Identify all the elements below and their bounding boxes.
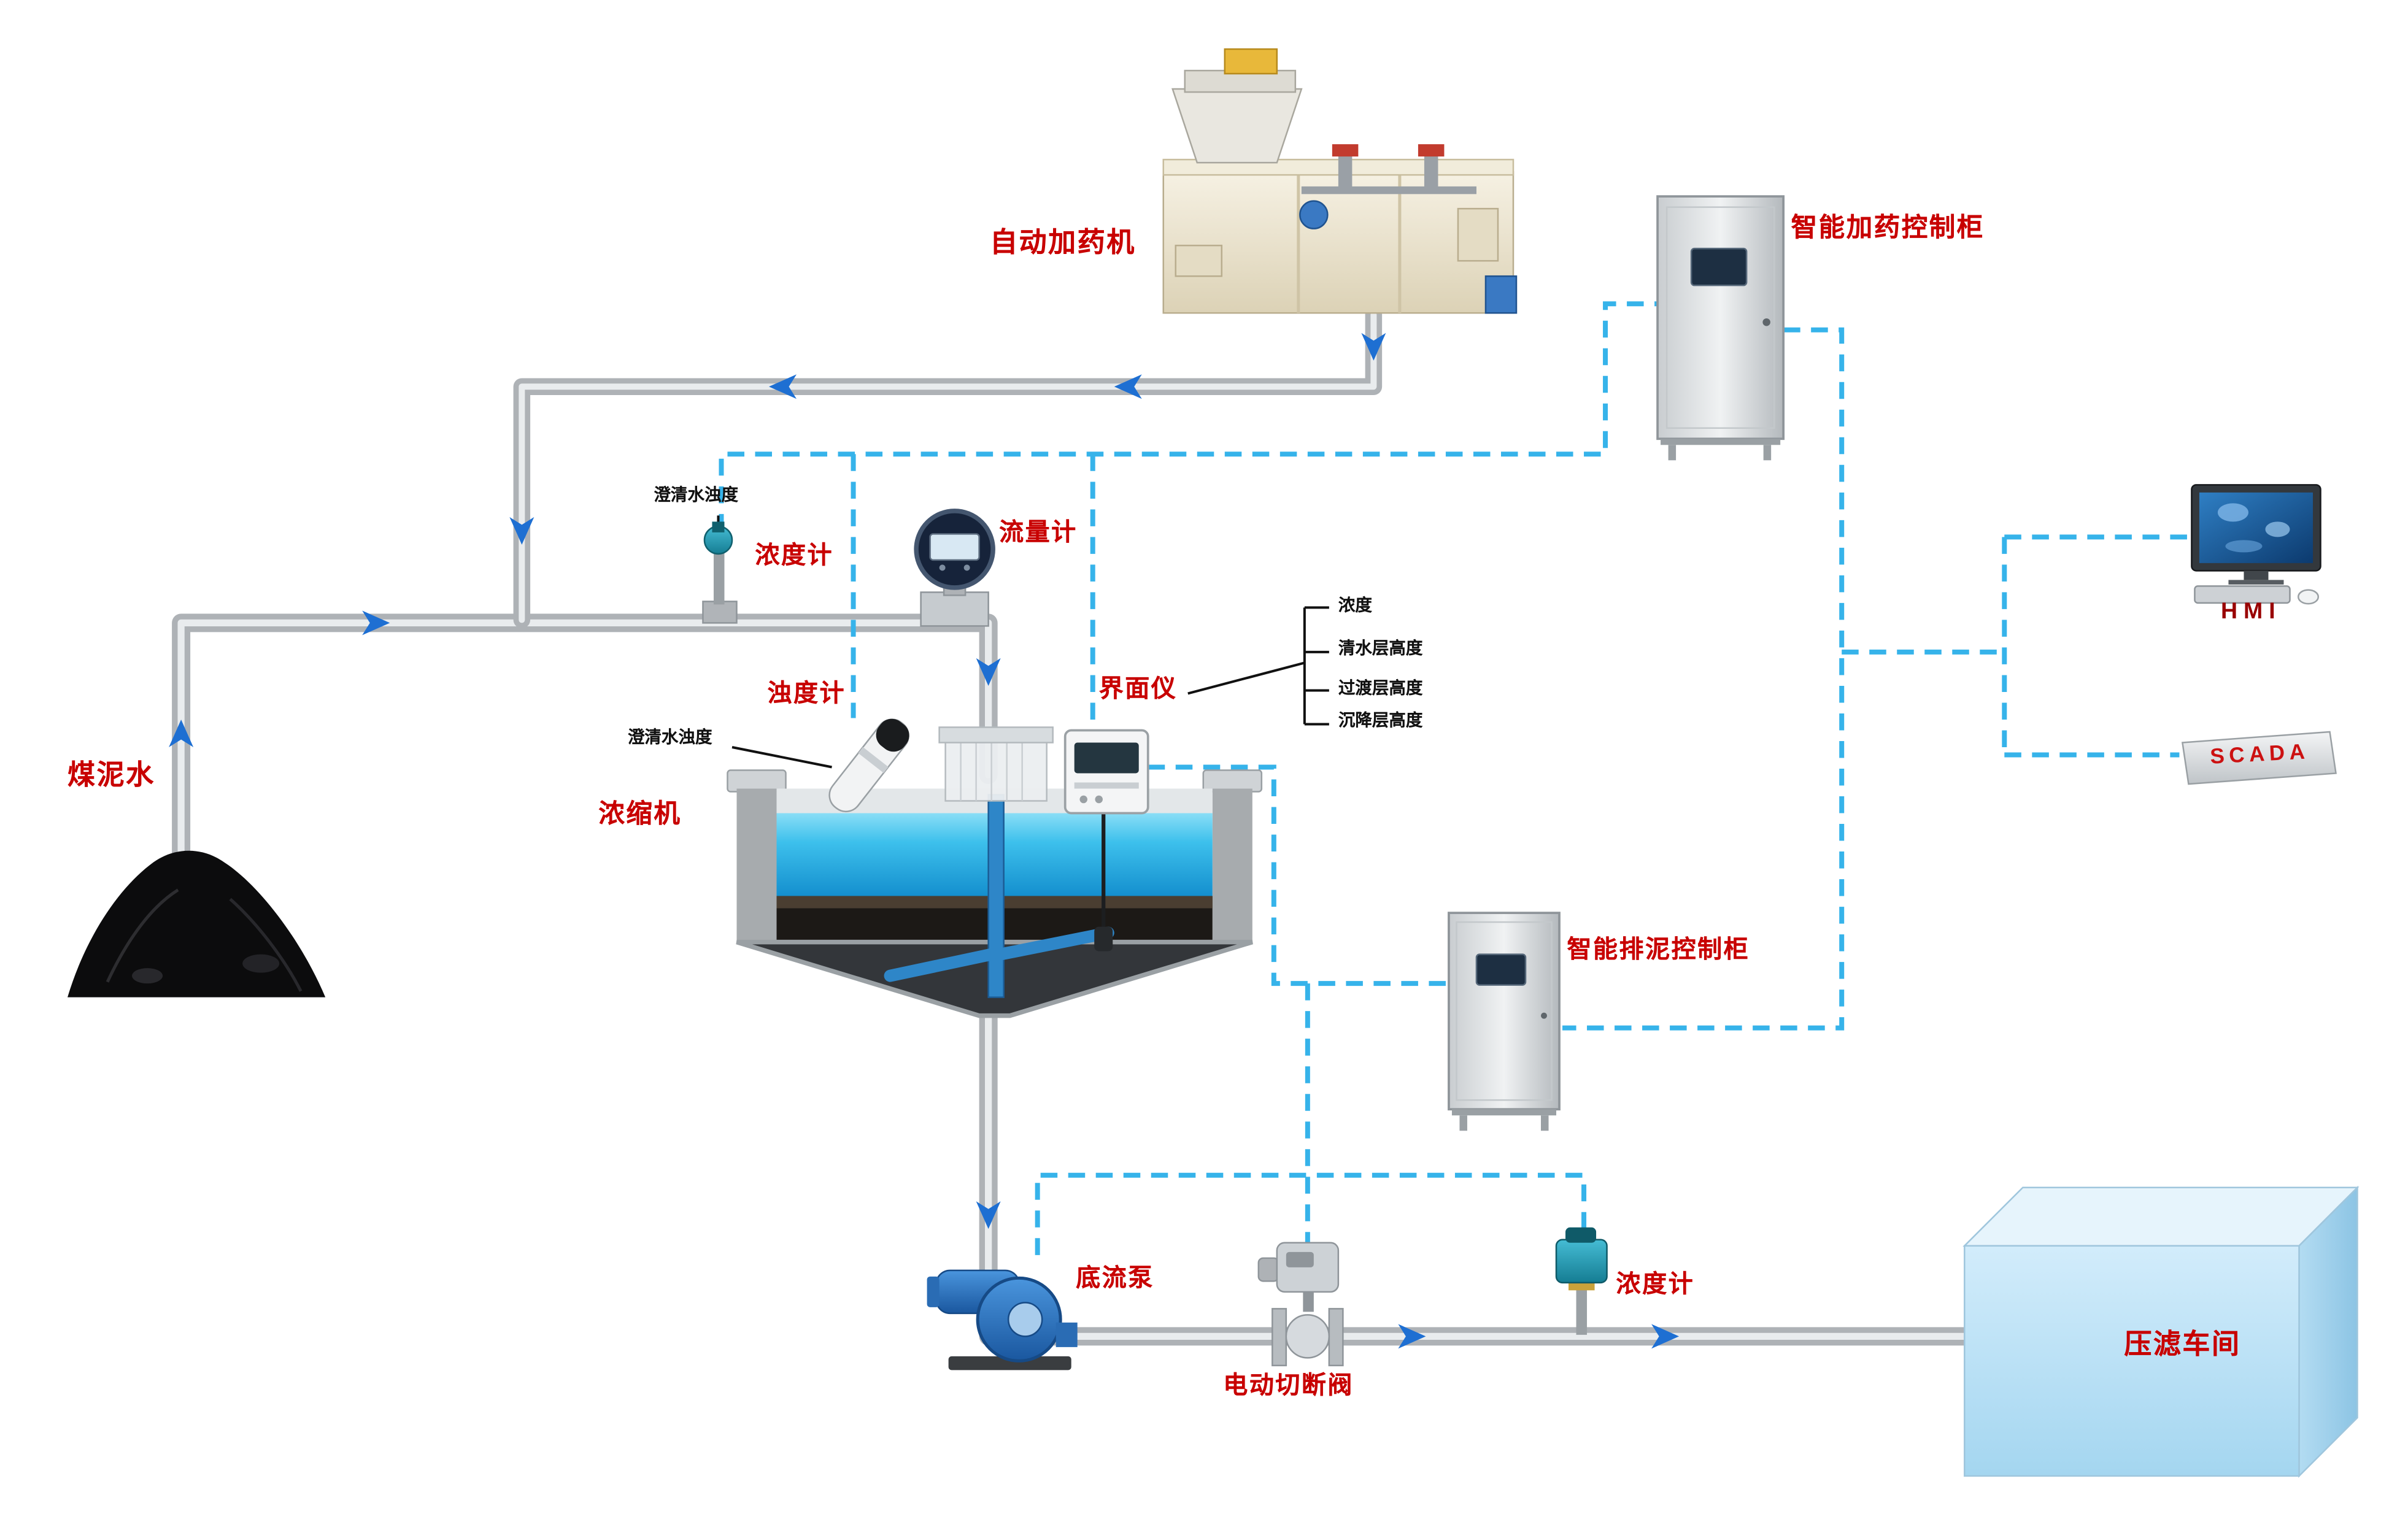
label-clarified-turbidity-mid: 澄清水浊度: [627, 728, 712, 747]
label-reading-concentration: 浓度: [1338, 596, 1372, 615]
interface-annotation-bracket: [1187, 606, 1329, 726]
label-underflow-pump: 底流泵: [1076, 1266, 1154, 1292]
label-dosing-cabinet: 智能加药控制柜: [1791, 213, 1985, 243]
label-sludge-cabinet: 智能排泥控制柜: [1567, 937, 1750, 964]
flow-arrow: [362, 610, 390, 636]
label-concentration-meter-top: 浓度计: [755, 543, 834, 569]
flow-arrow: [976, 658, 1001, 686]
signal-cabinet-trunk: [1562, 327, 1845, 1031]
signal-bottom-loop: [1035, 1172, 1587, 1255]
sludge-control-cabinet: [1448, 912, 1561, 1131]
flow-arrow: [1114, 374, 1142, 399]
label-hmi: HMI: [2220, 598, 2282, 625]
label-flow-meter: 流量计: [999, 520, 1078, 547]
thickener-tank: [727, 726, 1263, 1018]
flow-arrow: [976, 1201, 1001, 1229]
signal-lines: [719, 301, 2192, 1255]
label-turbidity-meter: 浊度计: [767, 681, 846, 707]
label-filter-press: 压滤车间: [2124, 1328, 2241, 1359]
flow-arrow: [169, 719, 194, 747]
hmi-computer: [2191, 484, 2321, 605]
signal-top-bus: [719, 301, 1658, 531]
clarified-mid-pointer: [731, 746, 832, 769]
turbidity-meter-device: [828, 718, 909, 813]
flow-arrow: [1398, 1324, 1426, 1349]
flow-arrow: [1361, 332, 1386, 361]
concentration-meter-top-device: [702, 521, 738, 624]
dosing-machine-unit: [1162, 48, 1518, 314]
label-thickener: 浓缩机: [598, 799, 682, 829]
flow-arrow: [1651, 1324, 1680, 1349]
flow-arrows: [169, 332, 1680, 1349]
underflow-pump-device: [927, 1269, 1078, 1370]
label-reading-transition-layer: 过渡层高度: [1338, 679, 1423, 698]
label-concentration-meter-bottom: 浓度计: [1616, 1272, 1695, 1298]
concentration-meter-bottom-device: [1555, 1227, 1608, 1335]
interface-meter-device: [1063, 729, 1149, 951]
label-dosing-machine: 自动加药机: [990, 227, 1136, 258]
label-electric-valve: 电动切断阀: [1223, 1373, 1354, 1399]
flow-arrow: [509, 517, 534, 545]
signal-interface-to-sludge: [1148, 764, 1449, 986]
coal-pile: [68, 850, 326, 997]
label-reading-clear-layer: 清水层高度: [1338, 639, 1423, 658]
flow-meter-device: [914, 509, 995, 627]
dosing-control-cabinet: [1656, 195, 1785, 461]
scada-banner: [2181, 731, 2337, 785]
flow-arrow: [769, 374, 797, 399]
electric-valve-device: [1257, 1242, 1344, 1367]
filter-press-building: [1962, 1185, 2360, 1478]
label-clarified-turbidity-top: 澄清水浊度: [654, 486, 738, 505]
label-coal-slurry: 煤泥水: [68, 759, 155, 791]
label-reading-settling-layer: 沉降层高度: [1338, 712, 1423, 731]
label-interface-meter: 界面仪: [1098, 676, 1178, 703]
